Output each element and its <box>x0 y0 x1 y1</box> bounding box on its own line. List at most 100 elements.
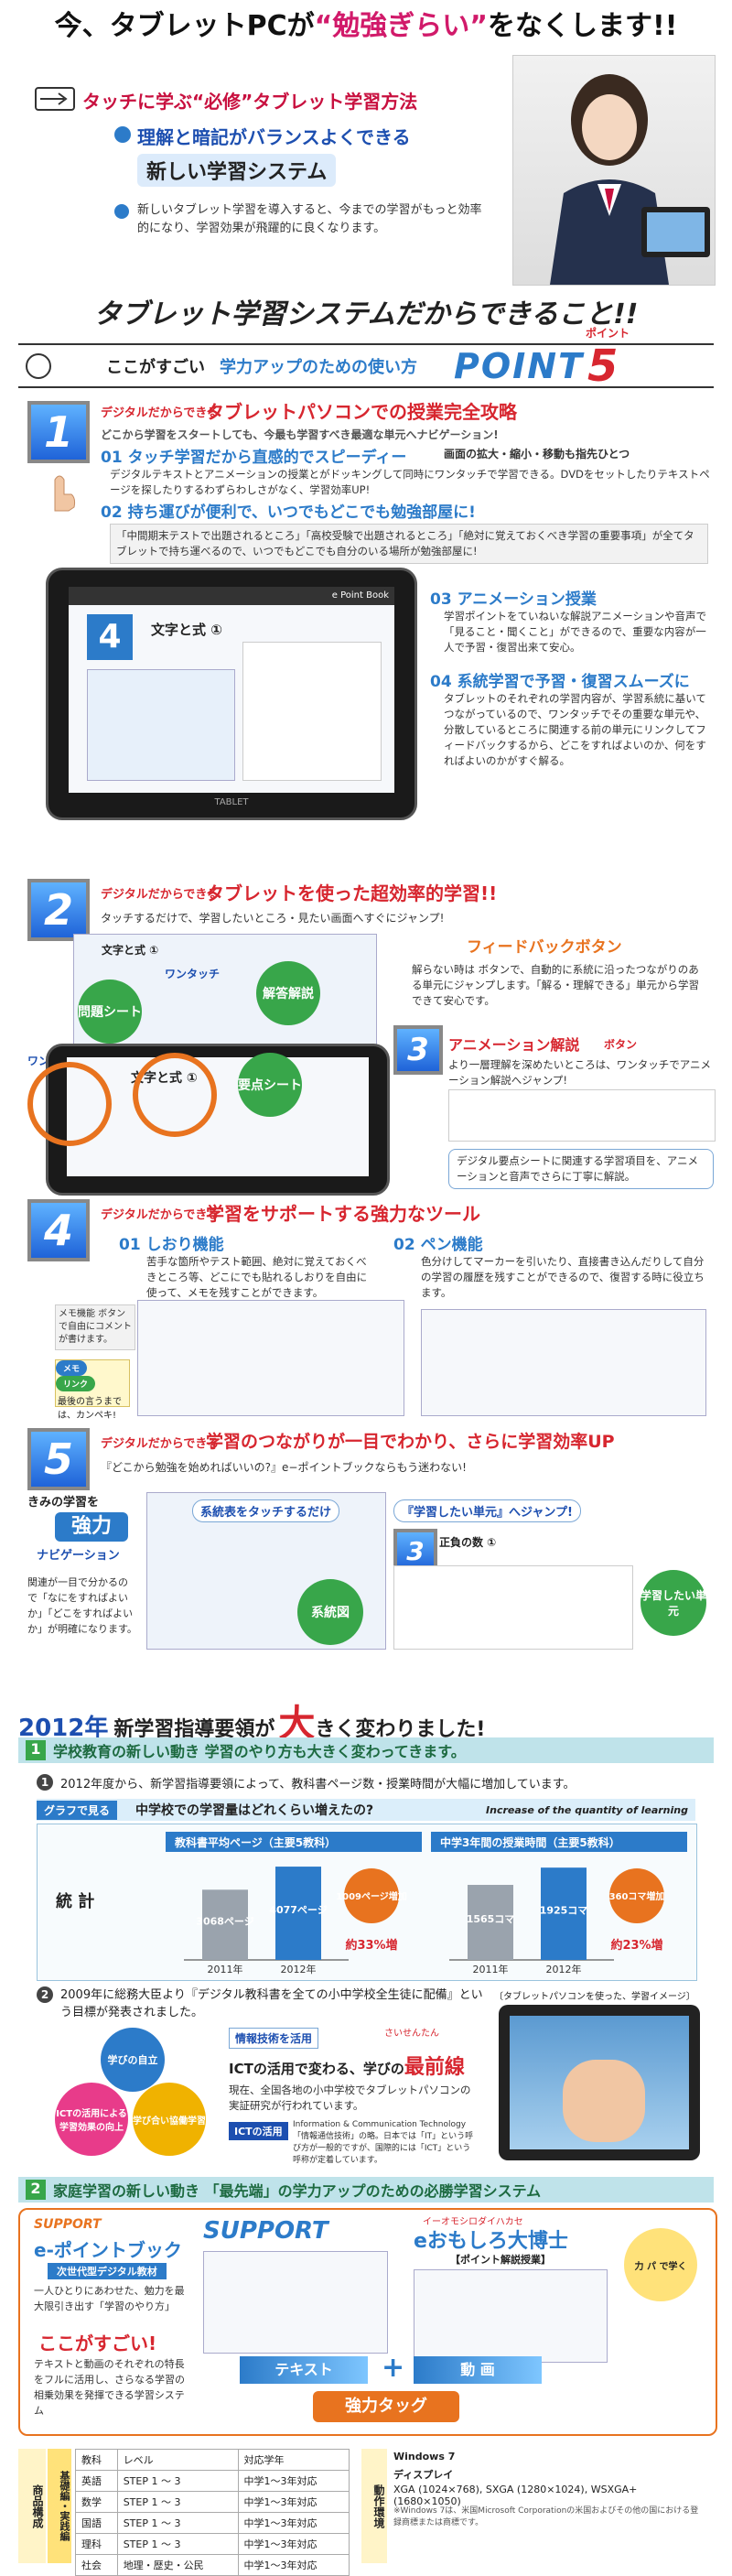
bar <box>541 1867 587 1960</box>
circle-collab: 学び合い協働学習 <box>133 2083 206 2156</box>
point1-label: デジタルだからできる <box>101 406 220 420</box>
memo-sticky[interactable]: メモ リンク 最後の言うまでは、カンペキ! <box>55 1359 130 1421</box>
tool-item1-title: 01 しおり機能 <box>119 1231 224 1254</box>
bubble-target-unit[interactable]: 学習したい単元 <box>640 1570 706 1636</box>
plus-sign: + <box>382 2352 405 2384</box>
point2-lead: タッチするだけで、学習したいところ・見たい画面へすぐにジャンプ! <box>101 912 445 925</box>
env-label: 動作環境 <box>361 2449 387 2563</box>
epoint-sub: 次世代型デジタル教材 <box>48 2263 167 2279</box>
student-photo <box>512 55 716 286</box>
video-button: 動 画 <box>414 2356 542 2384</box>
screen-content-left <box>87 669 235 781</box>
item-title: タッチ学習だから直感的でスピーディー <box>127 449 407 467</box>
finger-touch-icon <box>41 467 78 513</box>
sec2-banner-b: きく変わりました! <box>315 1718 486 1741</box>
kakushi-kana: イーオモシロダイハカセ <box>423 2217 523 2227</box>
bullet-1: 1 2012年度から、新学習指導要領によって、教科書ページ数・授業時間が大幅に増… <box>37 1771 714 1793</box>
table-cell: 社会 <box>75 2554 118 2576</box>
bubble-problem-sheet[interactable]: 問題シート <box>78 980 142 1044</box>
stats-label: 統 計 <box>56 1892 95 1911</box>
table-cell: 英語 <box>75 2470 118 2492</box>
sec2-sub1-num: 1 <box>26 1740 46 1760</box>
hero-line3: 新しい学習システム <box>137 154 337 187</box>
point4-title: 学習をサポートする強力なツール <box>206 1203 480 1225</box>
sec2-sub2-title: 家庭学習の新しい動き 「最先端」の学力アップのための必勝学習システム <box>53 2182 542 2200</box>
bullet-2-num: 2 <box>37 1986 53 2003</box>
bubble-system-chart[interactable]: 系統図 <box>297 1579 363 1645</box>
feedback-panel: フィードバックボタン 解らない時は ボタンで、自動的に系統に沿ったつながりのある… <box>393 934 714 1025</box>
point1-number: 1 <box>27 401 90 463</box>
tablet-screen[interactable]: e Point Book 4 文字と式 ① <box>69 587 394 793</box>
ict-c: 現在、全国各地の小中学校でタブレットパソコンの実証研究が行われています。 <box>229 2084 471 2112</box>
kakushi-title: eおもしろ大博士 <box>414 2230 568 2253</box>
table-cell: 数学 <box>75 2491 118 2513</box>
chart-title-bar <box>166 1832 422 1852</box>
flow-a: 系統表をタッチするだけ <box>192 1499 340 1522</box>
change-label: 約33%増 <box>345 1938 397 1953</box>
point4-section: 4 デジタルだからできる 学習をサポートする強力なツール 01 しおり機能 苦手… <box>9 1199 723 1421</box>
sec2-sub1-title: 学校教育の新しい動き 学習のやり方も大きく変わってきます。 <box>53 1743 466 1760</box>
tool-item2-text: 色分けしてマーカーを引いたり、直接書き込んだりして自分の学習の履歴を残すことがで… <box>421 1255 705 1299</box>
bullet-1-text: 2012年度から、新学習指導要領によって、教科書ページ数・授業時間が大幅に増加し… <box>60 1777 576 1791</box>
animation-button-label: ボタン <box>604 1038 638 1051</box>
category-label: 2011年 <box>473 1963 509 1975</box>
sec2-sub2-num: 2 <box>26 2180 46 2200</box>
item-title: しおり機能 <box>145 1236 224 1254</box>
tag-label: 強力タッグ <box>313 2391 459 2422</box>
graph-title: 中学校での学習量はどれくらい増えたの? <box>135 1803 374 1818</box>
graph-tag: グラフで見る <box>37 1800 118 1820</box>
epoint-name: e-ポイントブック <box>34 2239 182 2261</box>
category-label: 2012年 <box>281 1963 317 1975</box>
ict-b-text: ICTの活用で変わる、学びの <box>229 2061 404 2077</box>
screen-brand: e Point Book <box>69 587 394 605</box>
item-title: ペン機能 <box>420 1236 483 1254</box>
screen-content-right <box>242 642 382 781</box>
chart-title: 中学3年間の授業時間（主要5教科） <box>440 1835 620 1849</box>
env-os: Windows 7 <box>393 2451 456 2462</box>
ict-circles: 学びの自立 ICTの活用による学習効果の向上 学び合い協働学習 <box>55 2028 210 2165</box>
item-title: 系統学習で予習・復習スムーズに <box>457 673 690 691</box>
pen-preview <box>421 1309 706 1416</box>
point1-item1-tag: 画面の拡大・縮小・移動も指先ひとつ <box>444 448 630 460</box>
point1-item2-text: 「中間期末テストで出題されるところ」「高校受験で出題されるところ」「絶対に覚えて… <box>110 524 708 564</box>
table-cell: STEP 1 〜 3 <box>116 2491 239 2513</box>
support-panel: SUPPORT e-ポイントブック 次世代型デジタル教材 一人ひとりにあわせた、… <box>18 2208 717 2436</box>
item-number: 03 <box>430 590 452 609</box>
memo-note: メモ機能 ボタンで自由にコメントが書けます。 <box>55 1304 135 1350</box>
text-button: テキスト <box>240 2356 368 2384</box>
support-label: SUPPORT <box>34 2217 102 2232</box>
item-number: 01 <box>119 1236 141 1254</box>
power-a: きみの学習を <box>27 1496 100 1510</box>
point4-label: デジタルだからできる <box>101 1208 220 1222</box>
point1-item2-title: 02 持ち運びが便利で、いつでもどこでも勉強部屋に! <box>101 499 476 522</box>
memo-button[interactable]: メモ <box>56 1360 88 1376</box>
item-number: 04 <box>430 673 452 691</box>
link-button[interactable]: リンク <box>56 1376 96 1391</box>
env-display: ディスプレイ <box>393 2469 454 2481</box>
bar <box>202 1889 248 1960</box>
photo-caption: 〔タブレットパソコンを使った、学習イメージ〕 <box>494 1992 695 2002</box>
specs-header-cell: 教科 <box>75 2449 118 2471</box>
bullet-dot-icon <box>114 126 131 143</box>
bar <box>468 1885 513 1960</box>
point1-item4-text: タブレットのそれぞれの学習内容が、学習系統に基いてつながっているので、ワンタッチ… <box>444 692 706 767</box>
point-kana: ポイント <box>586 327 630 340</box>
table-row: 社会地理・歴史・公民中学1〜3年対応 <box>75 2554 350 2576</box>
point2-label: デジタルだからできる <box>101 888 220 902</box>
headline-emphasis: “勉強ぎらい” <box>314 10 489 42</box>
bubble-answer[interactable]: 解答解説 <box>256 961 320 1025</box>
subtitle-a: ここがすごい <box>106 357 205 377</box>
bubble-summary-sheet[interactable]: 要点シート <box>238 1053 302 1117</box>
chart-title-bar <box>431 1832 687 1852</box>
point5-title: 学習のつながりが一目でわかり、さらに学習効率UP <box>206 1432 615 1452</box>
hero-description: 新しいタブレット学習を導入すると、今までの学習がもっと効率的になり、学習効果が飛… <box>137 203 482 235</box>
hero-section: タッチに学ぶ“必修”タブレット学習方法 理解と暗記がバランスよくできる 新しい学… <box>0 55 732 288</box>
power-c: ナビゲーション <box>37 1549 120 1563</box>
specs-header-cell: 対応学年 <box>237 2449 350 2471</box>
bullet-dot-icon <box>114 204 129 219</box>
tablet-screen-2[interactable]: 文字と式 ① <box>67 1057 369 1176</box>
